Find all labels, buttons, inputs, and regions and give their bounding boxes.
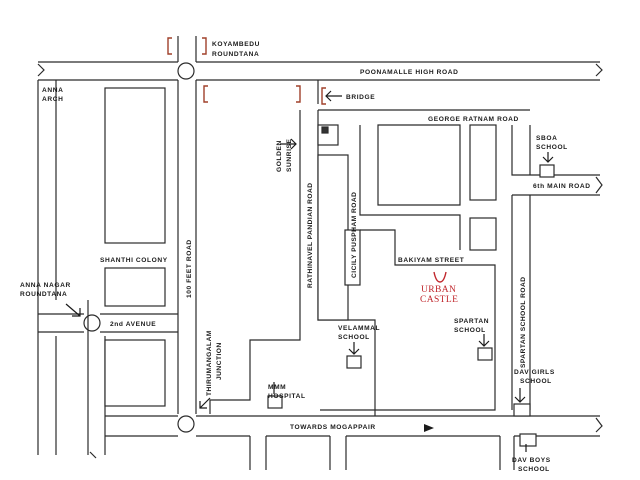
100-feet-label: 100 FEET ROAD	[186, 239, 193, 298]
spartan-label-1: SPARTAN	[454, 318, 489, 325]
thirumangalam-roundabout	[177, 415, 195, 433]
thirumangalam-label: THIRUMANGALAM	[206, 330, 213, 396]
anna-arch-road	[37, 80, 57, 455]
towards-mogappair-road	[196, 415, 603, 437]
koyambedu-roundtana-label: ROUNDTANA	[212, 51, 259, 58]
anna-nagar-roundabout	[83, 314, 101, 332]
spartan-arrow	[478, 334, 490, 347]
spartan-school-road	[511, 125, 531, 410]
golden-label: GOLDEN	[276, 140, 283, 172]
sboa-school-building	[539, 164, 555, 178]
cicily-label: CICILY PUSPHAM ROAD	[351, 192, 358, 278]
sboa-label-1: SBOA	[536, 135, 557, 142]
velammal-arrow	[348, 342, 360, 355]
second-avenue-road	[38, 313, 178, 333]
velammal-label-1: VELAMMAL	[338, 325, 380, 332]
sunrise-label: SUNRISE	[286, 138, 293, 172]
towards-mogappair-label: TOWARDS MOGAPPAIR	[290, 424, 376, 431]
spartan-road-label: SPARTAN SCHOOL ROAD	[520, 276, 527, 368]
urban-label: URBAN	[421, 285, 456, 295]
west-vertical-road	[87, 300, 106, 455]
dav-girls-building	[513, 403, 531, 417]
anna-nagar-label-2: ROUNDTANA	[20, 291, 67, 298]
poonamalle-high-road	[37, 61, 603, 81]
dav-girls-label-1: DAV GIRLS	[514, 369, 555, 376]
rathinavel-label: RATHINAVEL PANDIAN ROAD	[307, 182, 314, 288]
spartan-label-2: SCHOOL	[454, 327, 486, 334]
mmm-label-1: MMM	[268, 384, 286, 391]
bridge-label: BRIDGE	[346, 94, 375, 101]
castle-label: CASTLE	[420, 295, 458, 305]
velammal-label-2: SCHOOL	[338, 334, 370, 341]
urban-castle-logo-icon	[433, 271, 447, 283]
poonamalle-label: POONAMALLE HIGH ROAD	[360, 69, 458, 76]
spartan-school-building	[477, 347, 493, 361]
anna-nagar-label-1: ANNA NAGAR	[20, 282, 71, 289]
dav-girls-arrow	[514, 388, 526, 403]
mmm-hospital-building	[267, 395, 283, 409]
second-avenue-label: 2nd AVENUE	[110, 321, 156, 328]
velammal-school-building	[346, 355, 362, 369]
dav-boys-building	[519, 433, 537, 447]
bridge-markers	[167, 37, 326, 105]
sboa-arrow	[542, 152, 554, 163]
thirumangalam-arrow	[199, 397, 211, 409]
mmm-label-2: HOSPITAL	[268, 393, 306, 400]
dav-girls-label-2: SCHOOL	[520, 378, 552, 385]
shanthi-colony-label: SHANTHI COLONY	[100, 257, 168, 264]
anna-arch-label-1: ANNA	[42, 87, 63, 94]
dav-boys-label-1: DAV BOYS	[512, 457, 551, 464]
george-ratnam-label: GEORGE RATNAM ROAD	[428, 116, 519, 123]
koyambedu-label: KOYAMBEDU	[212, 41, 260, 48]
golden-sunrise-arrow	[280, 138, 297, 150]
thirumangalam-west-road	[105, 415, 178, 437]
100-feet-road	[177, 80, 197, 414]
anna-arch-label-2: ARCH	[42, 96, 63, 103]
junction-label: JUNCTION	[216, 342, 223, 380]
anna-nagar-arrow	[65, 303, 81, 317]
bakiyam-label: BAKIYAM STREET	[398, 257, 464, 264]
bridge-arrow	[325, 90, 342, 102]
koyambedu-north-road	[177, 36, 197, 62]
dav-boys-label-2: SCHOOL	[518, 466, 550, 473]
koyambedu-roundabout	[177, 62, 195, 80]
sixth-main-label: 6th MAIN ROAD	[533, 183, 591, 190]
sboa-label-2: SCHOOL	[536, 144, 568, 151]
mogappair-arrow-icon	[424, 424, 434, 432]
